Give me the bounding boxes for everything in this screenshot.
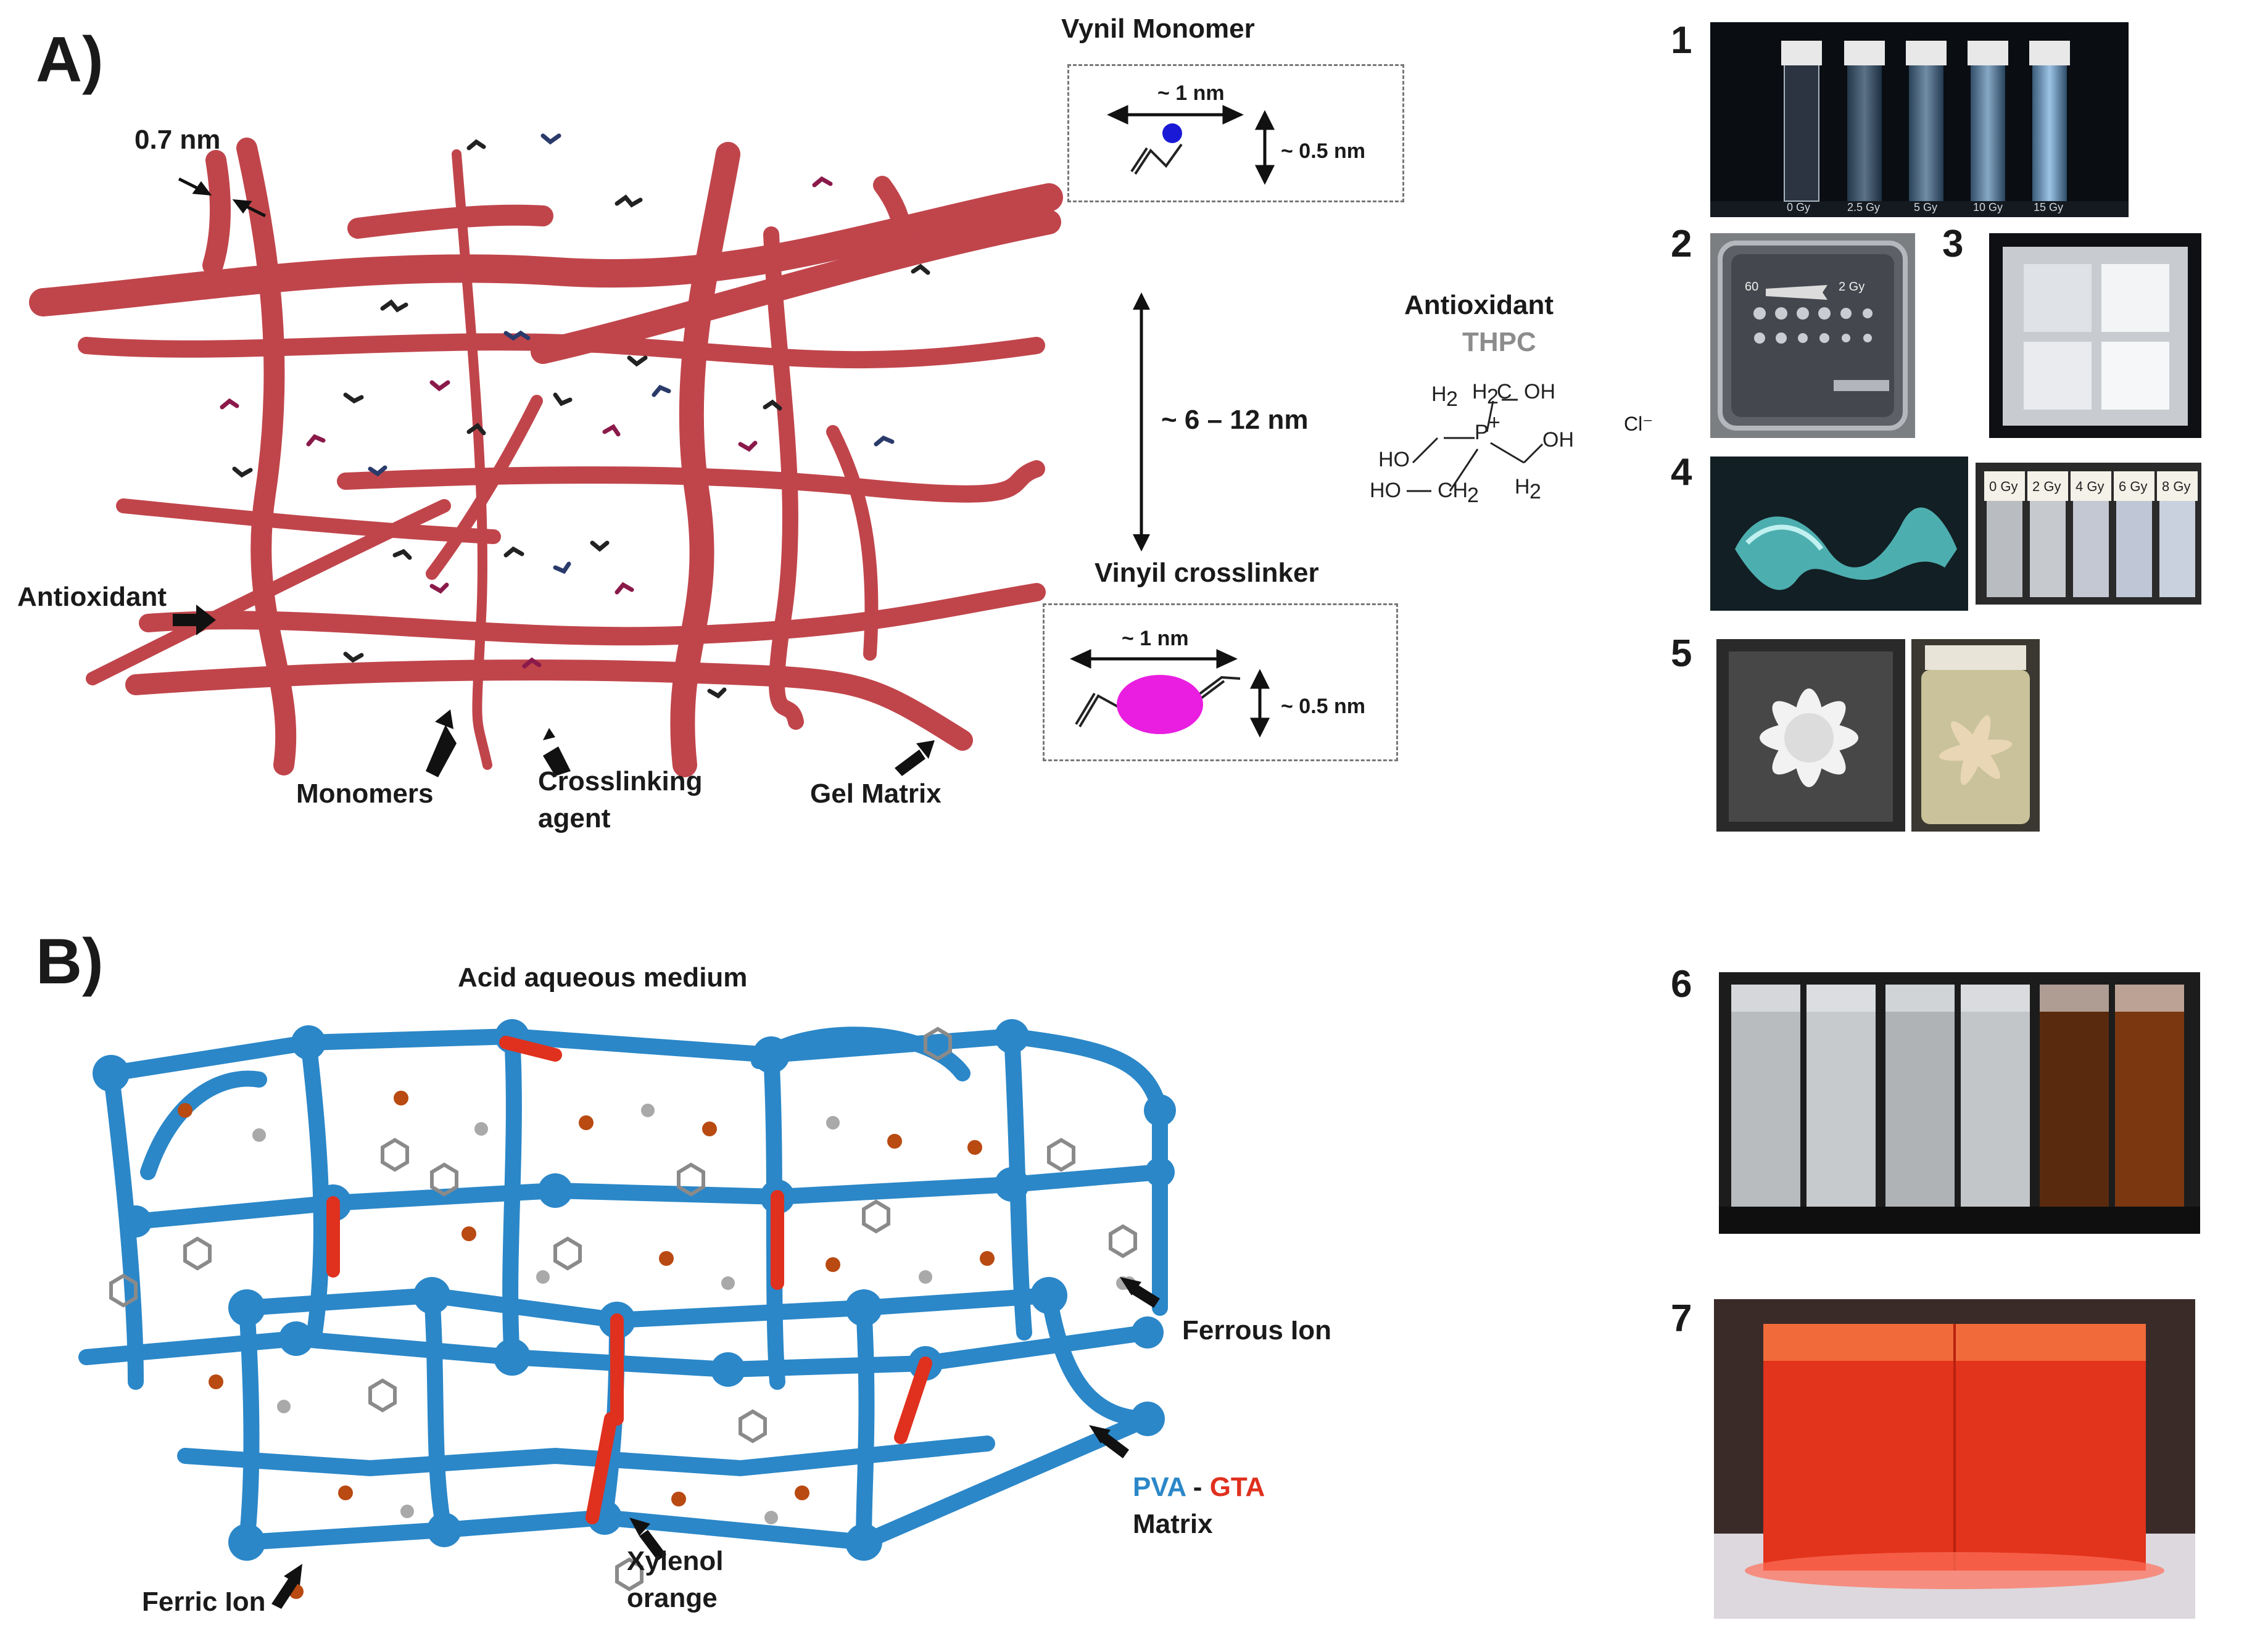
vial-label-4: 15 Gy bbox=[2034, 201, 2064, 213]
photo-7-number: 7 bbox=[1671, 1297, 1692, 1340]
thpc-counterion: Cl⁻ bbox=[1624, 413, 1653, 435]
monomer-height-label: ~ 0.5 nm bbox=[1281, 139, 1366, 163]
svg-text:P: P bbox=[1475, 421, 1489, 444]
antioxidant-label: Antioxidant bbox=[17, 582, 167, 612]
svg-text:OH: OH bbox=[1524, 380, 1555, 403]
monomers-label: Monomers bbox=[296, 779, 434, 809]
svg-text:CH: CH bbox=[1438, 479, 1468, 502]
photo-3-film bbox=[1989, 233, 2201, 438]
jar-label-1: 2 Gy bbox=[2032, 479, 2061, 494]
pva-gta-label: PVA - GTA bbox=[1133, 1472, 1265, 1503]
jar-label-4: 8 Gy bbox=[2162, 479, 2191, 494]
jar-label-2: 4 Gy bbox=[2076, 479, 2105, 494]
photo-6-cuvettes bbox=[1719, 972, 2200, 1234]
photo-3-number: 3 bbox=[1942, 223, 1964, 265]
pva-label: PVA bbox=[1133, 1472, 1186, 1502]
vial-label-3: 10 Gy bbox=[1973, 201, 2003, 213]
monomer-diagram bbox=[1107, 105, 1275, 185]
photo-1-number: 1 bbox=[1671, 19, 1692, 62]
svg-text:2: 2 bbox=[1529, 480, 1541, 503]
crosslinker-box-title: Vinyil crosslinker bbox=[1095, 558, 1319, 588]
crosslinking-label-line2: agent bbox=[538, 803, 611, 833]
jar-label-0: 0 Gy bbox=[1989, 479, 2018, 494]
monomer-length-label: ~ 1 nm bbox=[1157, 81, 1225, 105]
photo-6-number: 6 bbox=[1671, 963, 1692, 1006]
svg-text:2: 2 bbox=[1467, 484, 1479, 507]
svg-text:2: 2 bbox=[1446, 387, 1458, 411]
svg-text:HO: HO bbox=[1378, 448, 1410, 471]
svg-text:H: H bbox=[1515, 475, 1530, 498]
gel-matrix-label: Gel Matrix bbox=[810, 779, 942, 809]
svg-text:C: C bbox=[1497, 380, 1512, 403]
vial-label-0: 0 Gy bbox=[1787, 201, 1811, 213]
thpc-name: THPC bbox=[1462, 327, 1536, 357]
crosslinker-length-label: ~ 1 nm bbox=[1122, 627, 1189, 650]
plate-label-left: 60 bbox=[1745, 280, 1759, 294]
photo-5-render bbox=[1716, 639, 1905, 832]
fiber-width-label: 0.7 nm bbox=[135, 125, 221, 155]
photo-5-number: 5 bbox=[1671, 632, 1692, 675]
svg-text:H: H bbox=[1431, 382, 1447, 406]
photo-2-plate: 60 2 Gy bbox=[1710, 233, 1915, 438]
gta-label: GTA bbox=[1209, 1472, 1265, 1502]
photo-2-number: 2 bbox=[1671, 223, 1692, 265]
svg-text:+: + bbox=[1488, 411, 1500, 434]
crosslinker-diagram bbox=[1070, 649, 1270, 738]
medium-label: Acid aqueous medium bbox=[458, 962, 748, 993]
photo-7-cube bbox=[1714, 1299, 2195, 1619]
panel-b-letter: B) bbox=[36, 926, 104, 998]
mesh-spacing-arrow bbox=[1133, 292, 1150, 552]
plate-label-right: 2 Gy bbox=[1839, 280, 1865, 294]
monomer-box bbox=[1067, 64, 1404, 202]
panel-a-letter: A) bbox=[36, 24, 104, 96]
svg-text:H: H bbox=[1472, 380, 1488, 403]
photo-1-vials: 0 Gy 2.5 Gy 5 Gy 10 Gy 15 Gy bbox=[1710, 22, 2129, 217]
crosslinking-label-line1: Crosslinking bbox=[538, 766, 703, 796]
photo-4-gel-sheet bbox=[1710, 457, 1968, 611]
svg-text:HO: HO bbox=[1370, 479, 1401, 502]
antioxidant-title: Antioxidant bbox=[1404, 290, 1554, 320]
pva-gta-network-illustration bbox=[78, 1019, 1176, 1609]
xylenol-label-line2: orange bbox=[627, 1583, 718, 1613]
crosslinker-box bbox=[1043, 603, 1398, 761]
svg-text:2: 2 bbox=[1487, 385, 1499, 408]
svg-text:OH: OH bbox=[1542, 428, 1574, 452]
jar-label-3: 6 Gy bbox=[2119, 479, 2148, 494]
photo-4-number: 4 bbox=[1671, 451, 1692, 494]
ferric-ion-label: Ferric Ion bbox=[142, 1587, 266, 1617]
pva-gta-dash: - bbox=[1185, 1472, 1210, 1502]
monomer-box-title: Vynil Monomer bbox=[1061, 14, 1255, 44]
vial-label-2: 5 Gy bbox=[1914, 201, 1938, 213]
vial-label-1: 2.5 Gy bbox=[1847, 201, 1881, 213]
gel-network-illustration bbox=[29, 133, 1063, 777]
photo-4-jars: 0 Gy 2 Gy 4 Gy 6 Gy 8 Gy bbox=[1976, 463, 2201, 605]
mesh-spacing-label: ~ 6 – 12 nm bbox=[1161, 405, 1309, 435]
matrix-label: Matrix bbox=[1133, 1509, 1213, 1539]
crosslinker-height-label: ~ 0.5 nm bbox=[1281, 695, 1366, 718]
ferrous-ion-label: Ferrous Ion bbox=[1182, 1315, 1332, 1345]
xylenol-label-line1: Xylenol bbox=[627, 1546, 724, 1576]
photo-5-jar bbox=[1911, 639, 2040, 832]
